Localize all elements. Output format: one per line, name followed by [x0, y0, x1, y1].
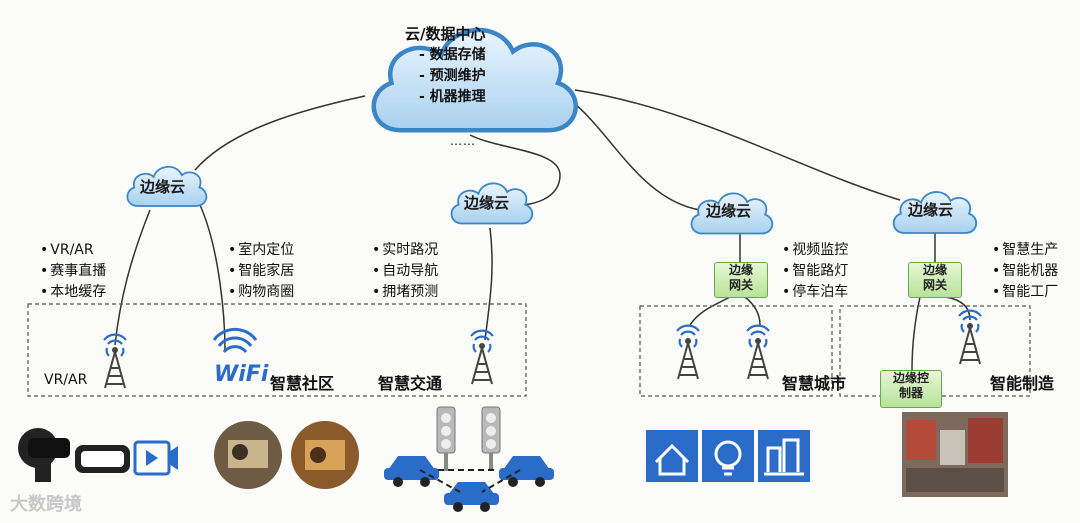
feature-item: 实时路况	[372, 240, 438, 261]
smart-building-icon	[758, 430, 810, 482]
link-edge1-to-wifi	[199, 204, 226, 351]
feature-item: 本地缓存	[40, 282, 106, 303]
traffic-feature-list: 实时路况 自动导航 拥堵预测	[372, 240, 438, 303]
link-main-to-edge4	[574, 89, 901, 201]
traffic-light-icon	[436, 406, 456, 471]
manufacturing-feature-list: 智慧生产 智能机器 智能工厂	[992, 240, 1058, 303]
main-cloud-title: 云/数据中心	[405, 25, 486, 43]
main-cloud-ellipsis: ……	[450, 134, 476, 148]
feature-item: 智能机器	[992, 261, 1058, 282]
tower-icon	[745, 324, 771, 381]
tower-icon	[675, 324, 701, 381]
feature-item: 智慧生产	[992, 240, 1058, 261]
edge-cloud-label: 边缘云	[908, 201, 954, 219]
zone-label-community: 智慧社区	[270, 374, 335, 393]
controller-label-line: 边缘控	[892, 371, 929, 385]
smart-home-icon	[646, 430, 698, 482]
link-edge1-to-vr	[114, 209, 151, 346]
link-main-to-edge1	[194, 95, 366, 171]
gateway-label-line: 网关	[728, 278, 753, 292]
edge-cloud-label: 边缘云	[706, 202, 752, 220]
feature-item: 拥堵预测	[372, 282, 438, 303]
feature-item: 智能工厂	[992, 282, 1058, 303]
controller-label-line: 制器	[898, 386, 923, 400]
main-cloud: 云/数据中心 - 数据存储 - 预测维护 - 机器推理	[405, 24, 545, 108]
vr-headset-icon	[18, 428, 70, 482]
gateway-label-line: 网关	[922, 278, 947, 292]
feature-item: 赛事直播	[40, 261, 106, 282]
zone-box-city	[639, 305, 833, 397]
zone-label-city: 智慧城市	[782, 374, 847, 393]
vr-feature-list: VR/AR 赛事直播 本地缓存	[40, 240, 106, 303]
link-gw1-to-tower2	[744, 296, 761, 326]
tower-icon	[469, 329, 495, 386]
factory-photo	[902, 412, 1008, 497]
vr-goggles-icon	[75, 445, 130, 473]
community-photo-2	[291, 421, 359, 489]
edge-gateway-manufacturing: 边缘 网关	[908, 262, 962, 298]
video-camera-icon	[133, 440, 178, 476]
main-cloud-item: - 数据存储	[419, 47, 486, 63]
main-cloud-item: - 机器推理	[419, 89, 486, 105]
community-photo-1	[214, 421, 282, 489]
zone-label-vr: VR/AR	[44, 372, 88, 388]
edge-controller: 边缘控 制器	[880, 370, 942, 408]
city-feature-list: 视频监控 智能路灯 停车泊车	[782, 240, 848, 303]
vehicle-link-lines	[419, 469, 521, 493]
feature-item: 智能路灯	[782, 261, 848, 282]
watermark: 大数跨境	[10, 494, 82, 515]
zone-label-manufacturing: 智能制造	[990, 374, 1055, 393]
feature-item: 视频监控	[782, 240, 848, 261]
zone-label-traffic: 智慧交通	[378, 374, 443, 393]
zone-box-left	[27, 303, 527, 397]
car-icon	[499, 456, 554, 487]
feature-item: 停车泊车	[782, 282, 848, 303]
feature-item: 购物商圈	[228, 282, 294, 303]
traffic-light-icon	[481, 406, 501, 471]
feature-item: 室内定位	[228, 240, 294, 261]
gateway-label-line: 边缘	[728, 263, 753, 277]
wifi-icon	[212, 327, 258, 354]
car-icon	[384, 456, 439, 487]
gateway-label-line: 边缘	[922, 263, 947, 277]
edge-cloud-label: 边缘云	[140, 178, 186, 196]
edge-gateway-city: 边缘 网关	[714, 262, 768, 298]
main-cloud-item: - 预测维护	[419, 68, 486, 84]
link-main-to-edge2	[469, 134, 561, 206]
link-gw1-to-tower1	[689, 296, 731, 326]
link-main-to-edge3	[569, 99, 701, 211]
wifi-label: WiFi	[214, 362, 269, 387]
community-feature-list: 室内定位 智能家居 购物商圈	[228, 240, 294, 303]
link-edge2-to-traffic	[484, 227, 493, 341]
feature-item: VR/AR	[40, 240, 106, 261]
feature-item: 自动导航	[372, 261, 438, 282]
edge-cloud-label: 边缘云	[464, 194, 510, 212]
feature-item: 智能家居	[228, 261, 294, 282]
smart-light-icon	[702, 430, 754, 482]
link-gw2-to-controller	[911, 296, 921, 371]
